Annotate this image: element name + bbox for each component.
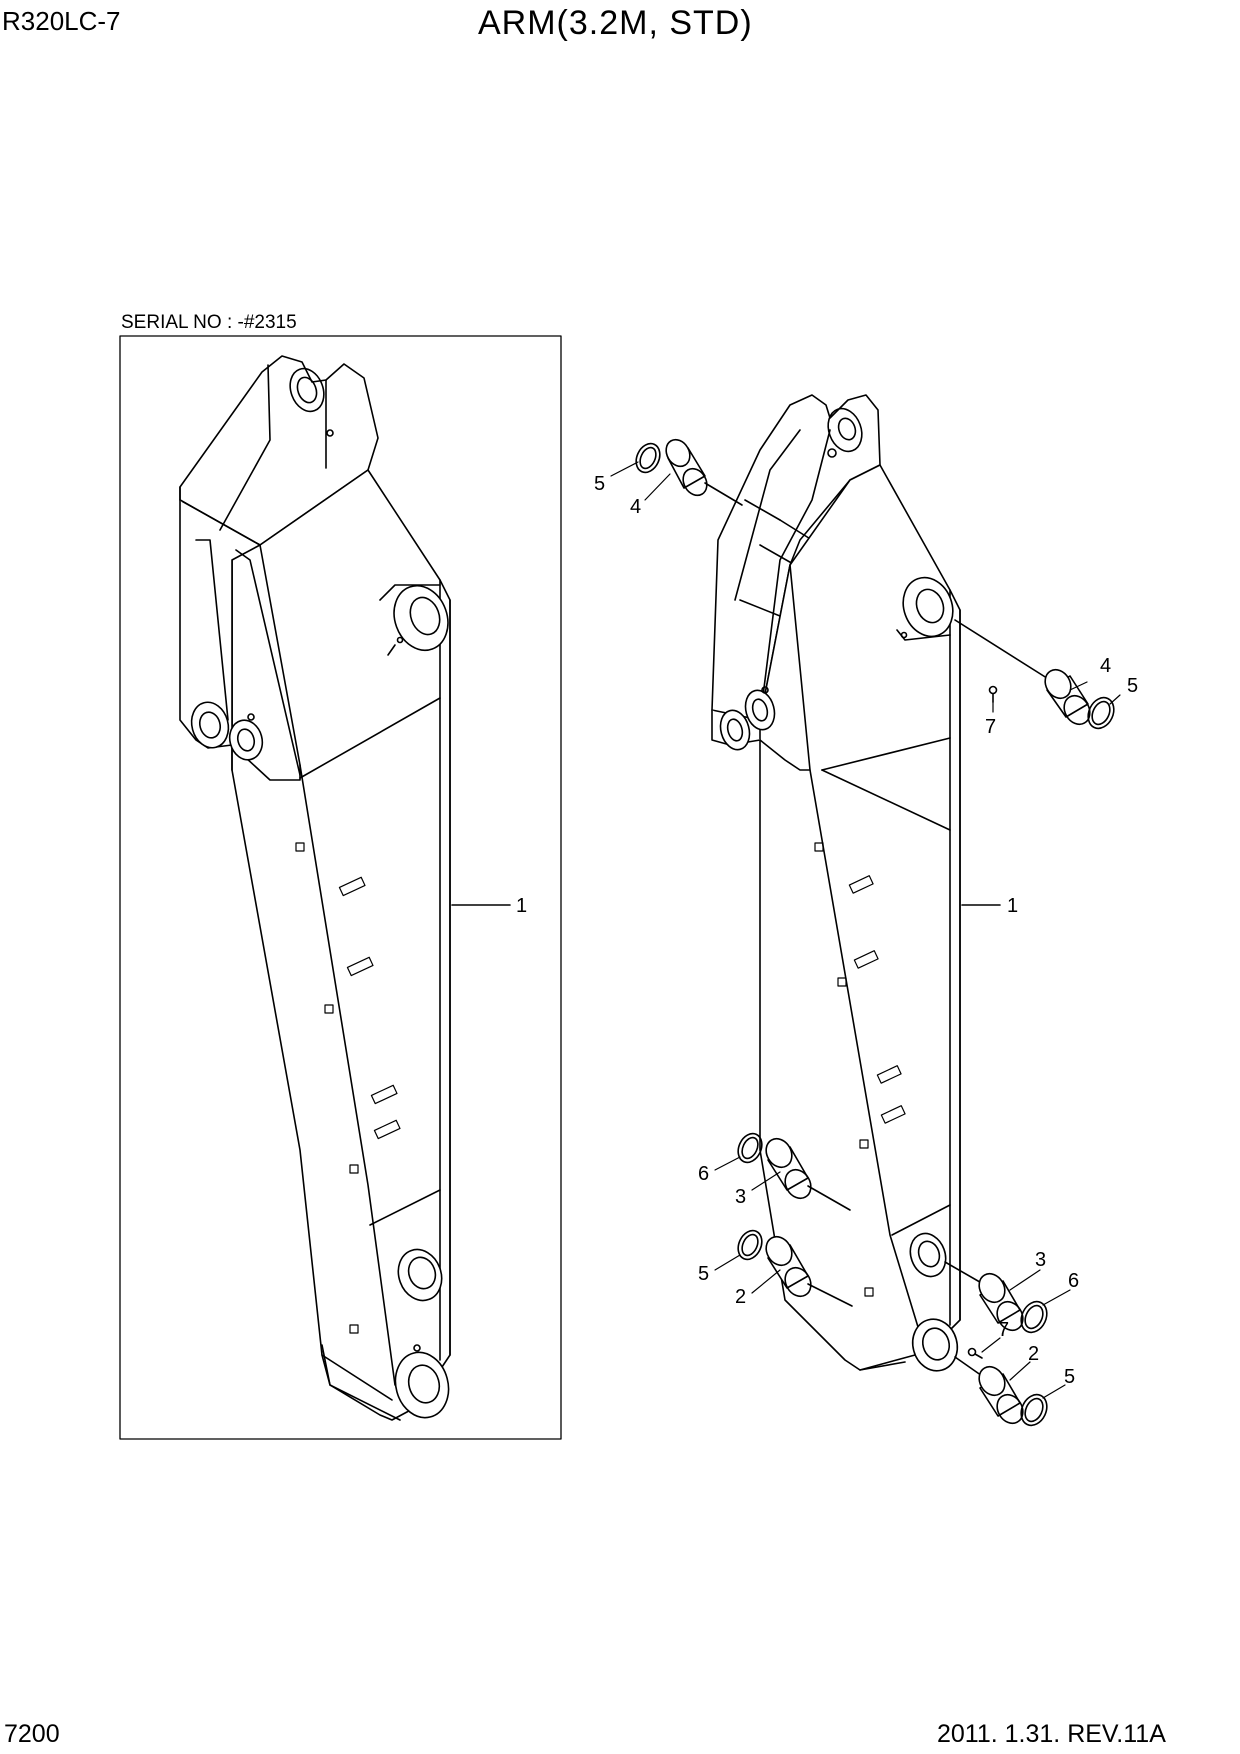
ring-lower-right-6 [1020,1300,1048,1334]
model-label: R320LC-7 [2,6,121,36]
callout-bushing-lower-right-2: 2 [1028,1343,1039,1365]
callout-nipple-upper-7: 7 [985,716,996,738]
inset-arm-drawing [179,355,451,1421]
bushing-lower-right-3 [978,1272,1024,1332]
page-title: ARM(3.2M, STD) [478,4,753,42]
revision-date: 2011. 1.31. REV.11A [937,1720,1166,1748]
callout-bushing-lower-left-2: 2 [735,1286,746,1308]
ring-upper-left [635,442,661,474]
page-number: 7200 [4,1720,60,1748]
serial-number-label: SERIAL NO : -#2315 [121,312,297,333]
callout-ring-lower-right-6: 6 [1068,1270,1079,1292]
callout-ring-lower-left-5: 5 [698,1263,709,1285]
callout-nipple-lower-7: 7 [998,1319,1009,1341]
callout-ring-lower-right-5: 5 [1064,1366,1075,1388]
callout-arm-1: 1 [1007,895,1018,917]
inset-frame [119,335,562,1440]
bushing-upper-left [665,438,708,497]
bushing-lower-left-3 [765,1137,812,1200]
callout-ring-upper-right-5: 5 [1127,675,1138,697]
callout-bushing-upper-left-4: 4 [630,496,641,518]
callout-ring-upper-left-5: 5 [594,473,605,495]
callout-inset-1: 1 [516,895,527,917]
bushing-lower-right-2 [978,1365,1024,1425]
callout-bushing-lower-left-3: 3 [735,1186,746,1208]
grease-nipple-lower [967,1347,983,1359]
bushing-upper-right [1044,668,1091,726]
ring-lower-left-6 [737,1132,763,1164]
callout-bushing-lower-right-3: 3 [1035,1249,1046,1271]
main-arm-drawing [711,394,961,1372]
grease-nipple-upper [988,685,998,703]
callout-ring-lower-left-6: 6 [698,1163,709,1185]
ring-lower-left-5 [737,1229,763,1261]
ring-upper-right [1087,696,1115,730]
ring-lower-right-5 [1020,1393,1048,1427]
callout-bushing-upper-right-4: 4 [1100,655,1111,677]
bushing-lower-left-2 [765,1235,812,1298]
callout-leaders [610,461,1121,1399]
